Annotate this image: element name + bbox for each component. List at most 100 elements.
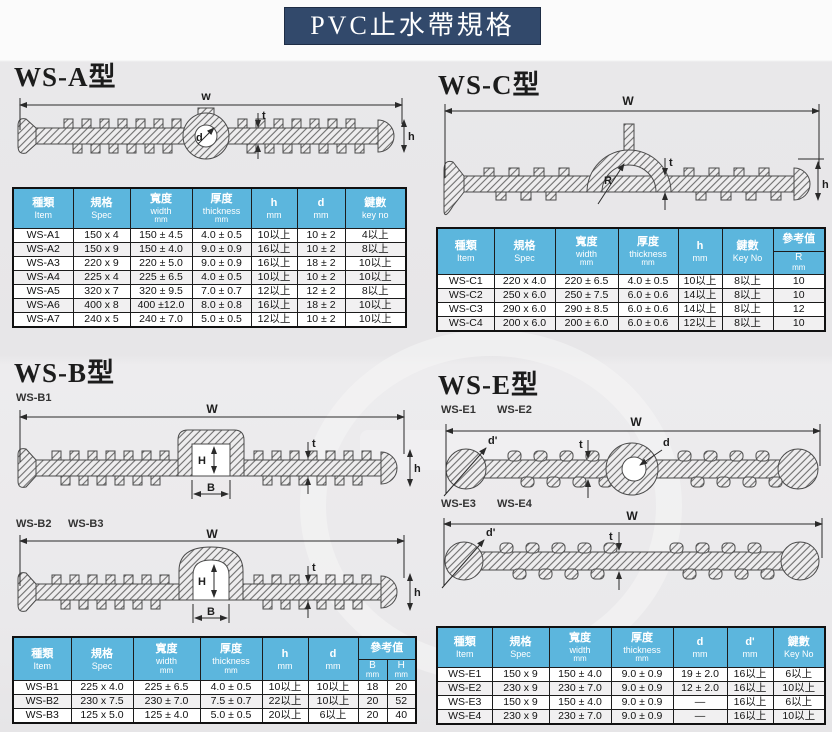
ribs	[51, 574, 372, 610]
col-header-ref: 參考值	[357, 636, 417, 660]
profile-a	[17, 107, 395, 160]
dim-label-hh: H	[198, 455, 206, 467]
profile-e1	[445, 442, 819, 496]
left-end-bulb	[443, 160, 465, 216]
dim-label-h: h	[414, 587, 421, 599]
col-header-ref: 參考值	[772, 227, 826, 252]
dim-label-t: t	[312, 562, 316, 574]
center-fin	[623, 123, 635, 153]
ribs	[499, 542, 775, 580]
dim-label-w: W	[206, 402, 218, 416]
ws-e3-e4-diagram: W d' t	[441, 509, 823, 590]
dims-b2	[19, 535, 413, 623]
variant-label-b1: WS-B1	[16, 392, 52, 404]
profile-c	[443, 123, 811, 216]
dim-label-w: W	[622, 94, 634, 108]
profile-e2	[444, 541, 820, 581]
dim-label-h: h	[822, 179, 829, 191]
dims-a	[19, 98, 407, 159]
dims-b1	[19, 410, 413, 499]
col-header: d'mm	[726, 626, 774, 668]
dim-label-hh: H	[198, 576, 206, 588]
left-end-bulb	[17, 448, 37, 488]
ribs	[483, 167, 782, 201]
dim-label-w: W	[206, 527, 218, 541]
right-end-bulb	[777, 448, 819, 490]
ribs	[63, 118, 365, 154]
left-end-bulb	[17, 572, 37, 612]
ribs	[51, 450, 372, 486]
section-c-heading: WS-C型	[438, 70, 541, 100]
dims-e2	[441, 518, 823, 590]
dim-label-w: W	[630, 415, 642, 429]
left-end-bulb	[17, 118, 37, 154]
right-end-bulb	[380, 451, 398, 485]
section-b-heading: WS-B型	[14, 358, 116, 388]
dim-label-r: R	[604, 175, 612, 187]
dim-label-dp: d'	[486, 527, 496, 539]
variant-label-e2: WS-E2	[497, 404, 532, 416]
variant-label-b3: WS-B3	[68, 518, 104, 530]
ws-c-diagram: W R t h	[443, 94, 829, 216]
ws-b2-b3-diagram: W H B t h	[17, 527, 421, 623]
variant-label-e1: WS-E1	[441, 404, 476, 416]
dim-label-t: t	[262, 110, 266, 122]
dims-c	[444, 104, 824, 210]
variant-label-e3: WS-E3	[441, 498, 476, 510]
dim-label-t: t	[609, 531, 613, 543]
right-end-bulb	[780, 541, 820, 581]
ribs	[507, 450, 783, 488]
dim-label-t: t	[579, 439, 583, 451]
right-end-bulb	[380, 575, 398, 609]
dim-label-t: t	[669, 157, 673, 169]
dim-label-t: t	[312, 438, 316, 450]
dim-label-w: w	[200, 89, 211, 103]
dim-label-w: W	[626, 509, 638, 523]
section-a-heading: WS-A型	[14, 62, 117, 92]
right-end-bulb	[377, 119, 395, 153]
ws-b1-diagram: W H B t h	[17, 402, 421, 499]
dim-label-dp: d'	[488, 435, 498, 447]
